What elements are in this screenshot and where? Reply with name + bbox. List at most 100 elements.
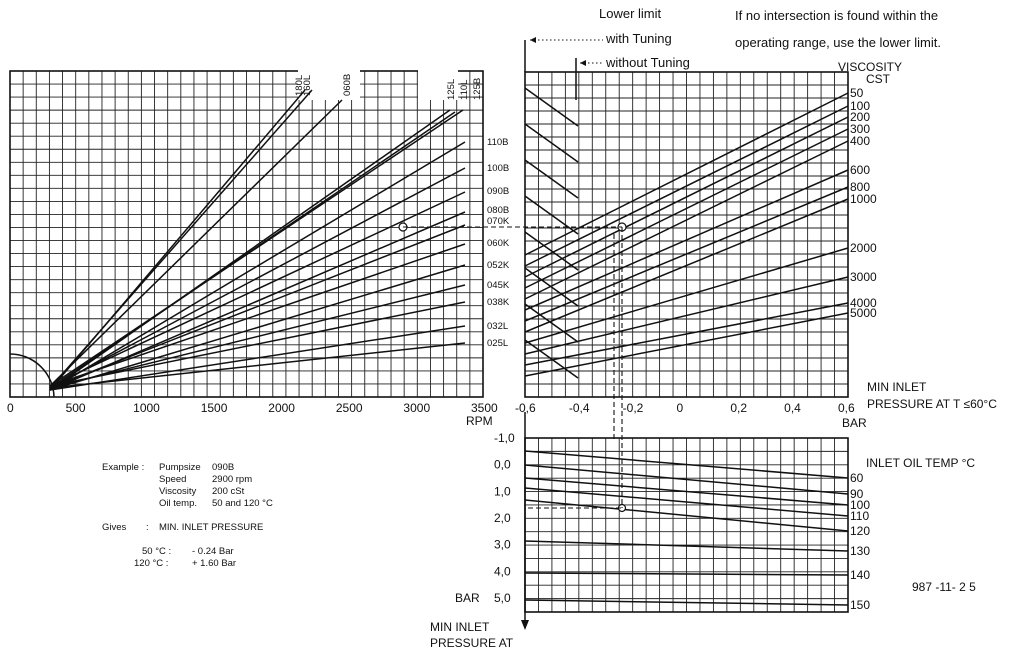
pumpsize-label-090B: 090B — [487, 186, 509, 197]
temp-label-110: 110 — [850, 509, 869, 523]
rpm-panel-frame — [9, 70, 484, 398]
without-tuning-arrow — [580, 60, 586, 66]
pressure-tick-label: -0,6 — [515, 401, 536, 415]
result-120-value: + 1.60 Bar — [192, 558, 237, 569]
rpm-tick-label: 500 — [66, 401, 86, 415]
temp-label-90: 90 — [850, 487, 864, 501]
temp-tick-label: 0,0 — [494, 458, 511, 472]
pumpsize-line-160L — [49, 89, 313, 389]
pumpsize-label-125L: 125L — [446, 79, 457, 100]
rpm-panel-label-gap — [418, 60, 458, 100]
temp-label-100: 100 — [850, 498, 870, 512]
pumpsize-line-110B — [49, 141, 466, 391]
viscosity-line-50 — [524, 92, 849, 256]
viscosity-label-600: 600 — [850, 163, 870, 177]
with-tuning-label: with Tuning — [605, 31, 672, 46]
pumpsize-label-060B: 060B — [342, 74, 353, 96]
rpm-tick-label: 0 — [7, 401, 14, 415]
temp-label-150: 150 — [850, 598, 870, 612]
temp-tick-label: 5,0 — [494, 591, 511, 605]
temp-tick-label: 2,0 — [494, 511, 511, 525]
viscosity-label-4000: 4000 — [850, 296, 877, 310]
rpm-panel-origin-arc — [9, 353, 55, 398]
pumpsize-label-070K: 070K — [487, 216, 510, 227]
viscosity-line-100 — [524, 105, 849, 267]
result-120-label: 120 °C : — [134, 558, 169, 569]
pressure-tick-label: 0,4 — [784, 401, 801, 415]
pumpsize-label-100B: 100B — [487, 163, 509, 174]
lower-limit-hatch — [524, 87, 579, 127]
temp-tick-label: 4,0 — [494, 564, 511, 578]
pressure-tick-label: -0,2 — [623, 401, 644, 415]
lower-limit-title: Lower limit — [599, 6, 662, 21]
viscosity-label-3000: 3000 — [850, 270, 877, 284]
lower-limit-hatch — [524, 159, 579, 199]
lower-limit-hatch — [524, 339, 579, 379]
pumpsize-line-025L — [49, 342, 466, 389]
pumpsize-label-125B: 125B — [472, 78, 483, 100]
viscosity-line-600 — [524, 169, 849, 311]
no-intersection-note: If no intersection is found within the — [735, 8, 938, 23]
rpm-tick-label: 1500 — [201, 401, 228, 415]
pumpsize-line-032L — [49, 325, 466, 391]
temp-line-140 — [524, 572, 849, 576]
temp-line-110 — [524, 487, 849, 517]
pumpsize-label-160L: 160L — [302, 75, 313, 96]
bottom-axis-label: MIN INLET — [430, 620, 490, 634]
temp-line-100 — [524, 477, 849, 506]
pressure-tick-label: 0,6 — [838, 401, 855, 415]
pumpsize-line-125B — [49, 109, 464, 387]
pumpsize-label-180L: 180L — [294, 75, 305, 96]
lower-limit-hatch — [524, 231, 579, 271]
temp-axis-arrow — [521, 620, 529, 630]
rpm-tick-label: 3000 — [403, 401, 430, 415]
viscosity-ex-value: 200 cSt — [212, 486, 245, 497]
viscosity-label-50: 50 — [850, 86, 864, 100]
viscosity-label-100: 100 — [850, 99, 870, 113]
rpm-tick-label: 3500 — [471, 401, 498, 415]
pumpsize-label-045K: 045K — [487, 280, 510, 291]
viscosity-label-2000: 2000 — [850, 241, 877, 255]
temp-line-120 — [524, 499, 849, 532]
viscosity-line-2000 — [524, 247, 849, 344]
pumpsize-label: Pumpsize — [159, 462, 201, 473]
bar-bottom-label: BAR — [455, 591, 480, 605]
pumpsize-label-060K: 060K — [487, 238, 510, 249]
temp-label-60: 60 — [850, 471, 864, 485]
date-stamp: 987 -11- 2 5 — [912, 580, 976, 594]
inlet-oil-temp-label: INLET OIL TEMP °C — [866, 456, 975, 470]
rpm-tick-label: 2500 — [336, 401, 363, 415]
bottom-axis-label-2: PRESSURE AT — [430, 636, 514, 650]
oiltemp-label: Oil temp. — [159, 498, 198, 509]
pumpsize-line-060B — [49, 99, 343, 387]
viscosity-label-300: 300 — [850, 122, 870, 136]
viscosity-panel-frame — [524, 71, 849, 398]
viscosity-line-3000 — [524, 276, 849, 355]
viscosity-ex-label: Viscosity — [159, 486, 197, 497]
viscosity-line-400 — [524, 140, 849, 300]
speed-label: Speed — [159, 474, 187, 485]
rpm-tick-label: 1000 — [133, 401, 160, 415]
viscosity-label-800: 800 — [850, 180, 870, 194]
rpm-axis-label: RPM — [466, 414, 493, 428]
viscosity-line-800 — [524, 186, 849, 322]
pressure-tick-label: 0 — [677, 401, 684, 415]
pumpsize-line-045K — [49, 284, 466, 389]
viscosity-line-5000 — [524, 312, 849, 377]
pressure-at-label: PRESSURE AT T ≤60°C — [867, 397, 997, 411]
viscosity-line-1000 — [524, 198, 849, 333]
min-inlet-label: MIN INLET — [867, 380, 927, 394]
gives-value: MIN. INLET PRESSURE — [159, 522, 264, 533]
rpm-tick-label: 2000 — [268, 401, 295, 415]
temp-line-150 — [524, 599, 849, 606]
pumpsize-line-038K — [49, 301, 466, 387]
pumpsize-line-052K — [49, 264, 466, 391]
pumpsize-line-100B — [49, 167, 466, 389]
gives-label: Gives — [102, 522, 127, 533]
temp-tick-label: 3,0 — [494, 538, 511, 552]
temp-label-130: 130 — [850, 544, 870, 558]
gives-sep: : — [146, 522, 149, 533]
temp-tick-label: 1,0 — [494, 484, 511, 498]
result-50-label: 50 °C : — [142, 546, 172, 557]
